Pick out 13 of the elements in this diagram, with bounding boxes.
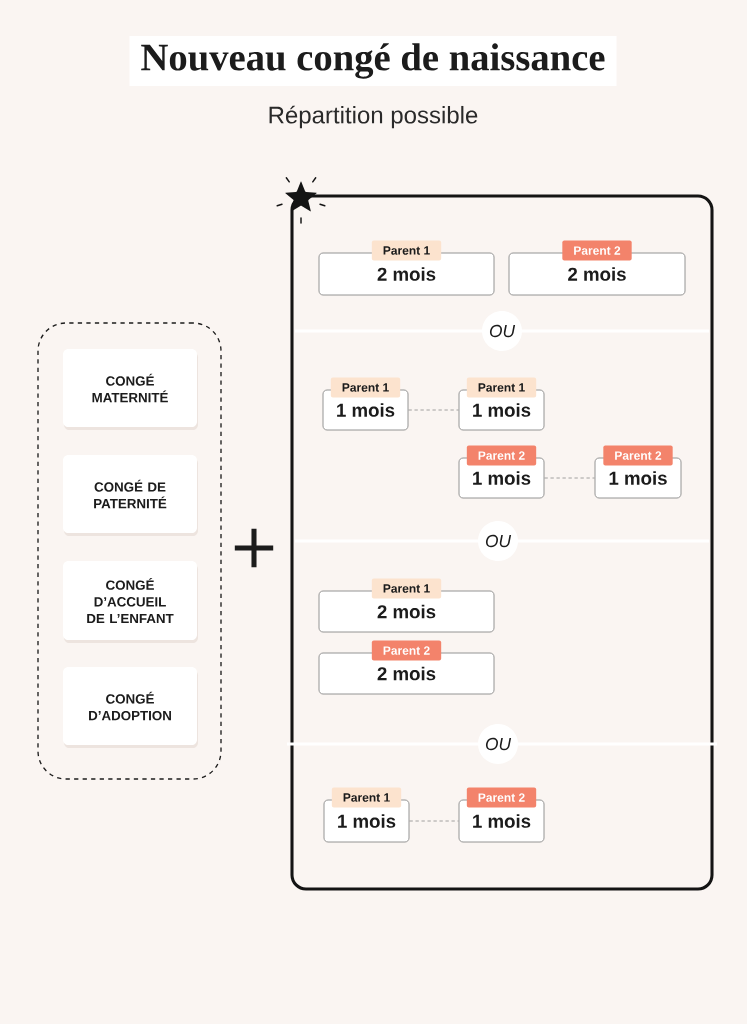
subtitle: Répartition possible <box>269 105 478 129</box>
plus-sign: + <box>234 528 274 568</box>
label-card: CONGÉ D’ADOPTION <box>63 667 198 748</box>
label-card: CONGÉ DE PATERNITÉ <box>63 455 198 536</box>
dashed-line <box>544 477 595 479</box>
title: Nouveau congé de naissance <box>129 36 617 86</box>
dashed-line <box>408 409 459 411</box>
label-card: CONGÉ D’ACCUEIL DE L’ENFANT <box>63 561 198 643</box>
rounded-frame <box>290 194 714 891</box>
dashed-line <box>409 820 459 822</box>
label-card: CONGÉ MATERNITÉ <box>63 349 198 430</box>
dashed-outline <box>37 322 222 780</box>
parent-tag: Parent 2 <box>603 445 673 466</box>
